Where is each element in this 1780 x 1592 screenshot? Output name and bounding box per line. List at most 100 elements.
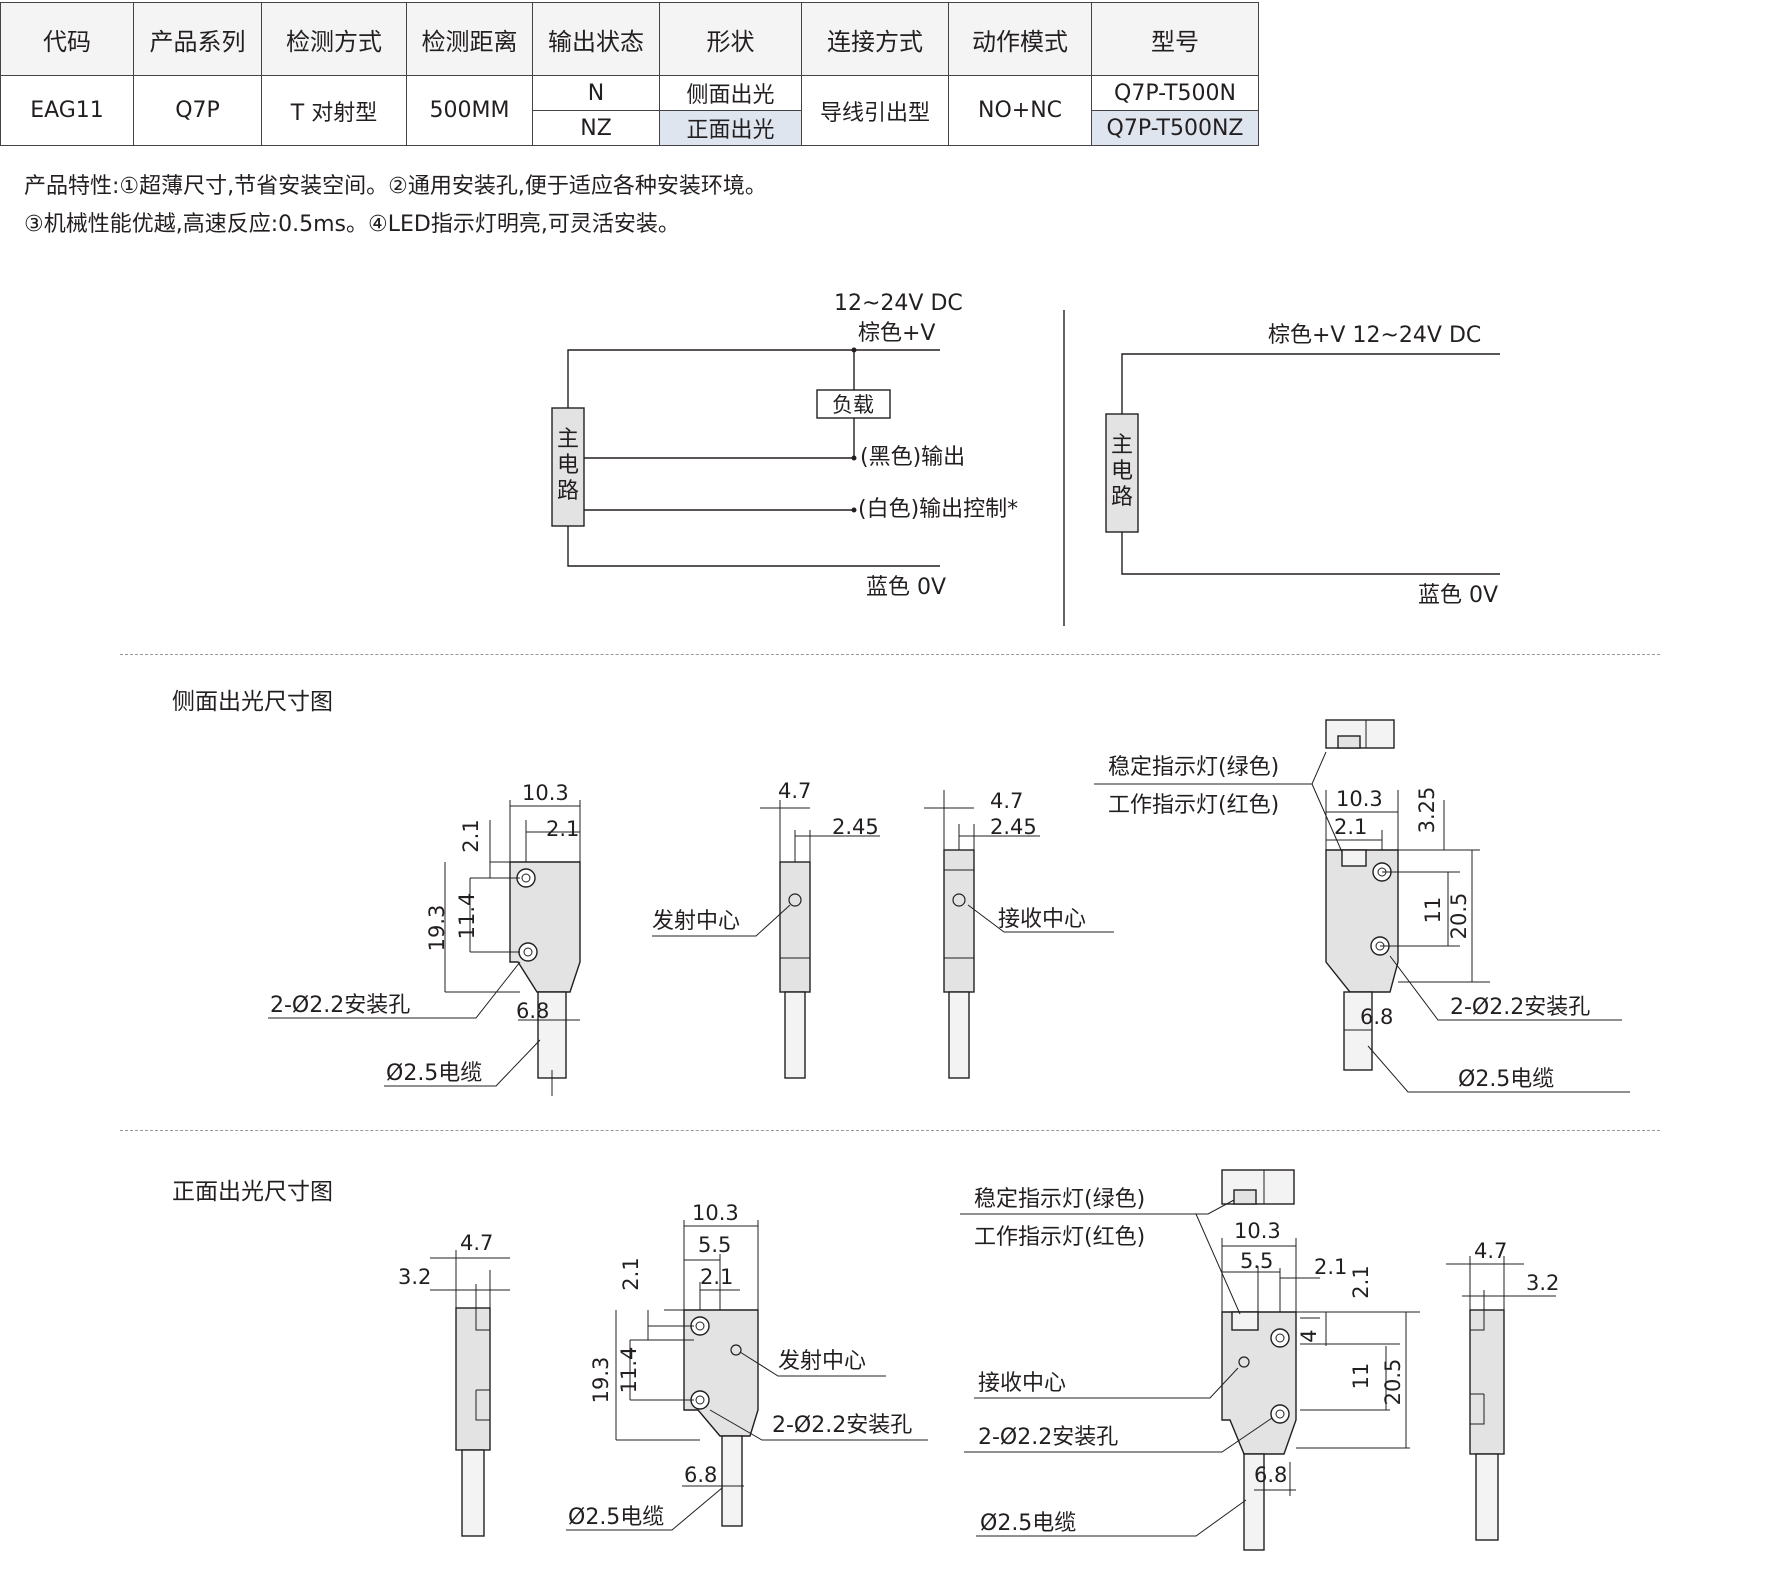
dim-lines	[1254, 1462, 1296, 1496]
cell-method: T 对射型	[261, 75, 407, 146]
cable-label: Ø2.5电缆	[568, 1505, 664, 1530]
cell-output: NZ	[532, 110, 660, 146]
divider	[120, 1130, 1660, 1131]
load-label: 负载	[832, 393, 874, 417]
leader-line	[709, 1409, 928, 1441]
leader-line	[268, 961, 521, 1019]
led-red-label: 工作指示灯(红色)	[974, 1225, 1145, 1250]
holes-label: 2-Ø2.2安装孔	[978, 1425, 1118, 1450]
header-shape: 形状	[659, 2, 802, 76]
header-mode: 动作模式	[948, 2, 1092, 76]
cable	[784, 991, 806, 1079]
dim-label: 3.2	[1526, 1271, 1559, 1295]
cable-label: Ø2.5电缆	[386, 1061, 482, 1086]
recv-center-mark	[952, 893, 966, 907]
holes-label: 2-Ø2.2安装孔	[772, 1413, 912, 1438]
main-circuit-char: 主	[557, 427, 579, 452]
dim-label: 6.8	[1360, 1005, 1393, 1029]
dim-label: 6.8	[516, 999, 549, 1023]
dim-lines	[430, 1250, 510, 1308]
spec-table: 代码 产品系列 检测方式 检测距离 输出状态 形状 连接方式 动作模式 型号 E…	[0, 2, 1259, 146]
voltage-label: 12~24V DC	[834, 291, 963, 316]
table-header-row: 代码 产品系列 检测方式 检测距离 输出状态 形状 连接方式 动作模式 型号	[0, 2, 1259, 76]
cell-connection: 导线引出型	[801, 75, 949, 146]
mount-hole	[1270, 1328, 1290, 1348]
cable-label: Ø2.5电缆	[1458, 1067, 1554, 1092]
dim-lines	[1325, 790, 1490, 983]
dim-lines	[444, 800, 581, 993]
holes-label: 2-Ø2.2安装孔	[270, 993, 410, 1018]
cable-label: Ø2.5电缆	[980, 1511, 1076, 1536]
side-view-receiver: 4.7 2.45 接收中心	[924, 789, 1114, 1079]
front-view-emitter: 10.3 5.5 2.1 2.1 11.4 19.3 发射中心 2-Ø2.2安装…	[566, 1201, 928, 1531]
holes-label: 2-Ø2.2安装孔	[1450, 995, 1590, 1020]
dim-lines	[518, 1000, 580, 1026]
dim-label: 2.1	[1334, 815, 1367, 839]
dim-label: 6.8	[684, 1463, 717, 1487]
leader-line	[739, 1351, 886, 1377]
dim-label: 10.3	[522, 781, 569, 805]
body-detail	[475, 1308, 490, 1421]
dim-lines	[924, 790, 1040, 850]
dim-label: 6.8	[1254, 1463, 1287, 1487]
header-code: 代码	[0, 2, 134, 76]
blue-label: 蓝色 0V	[1418, 583, 1498, 608]
features-line-1: 产品特性:①超薄尺寸,节省安装空间。②通用安装孔,便于适应各种安装环境。	[24, 174, 767, 199]
led-detail-window	[1337, 735, 1361, 749]
blue-wire	[567, 526, 940, 567]
dim-label: 11	[1421, 897, 1445, 924]
dim-label: 4.7	[990, 789, 1023, 813]
side-view-back: 稳定指示灯(绿色) 工作指示灯(红色) 10.3 2.1 3.25 11 20.…	[1094, 719, 1630, 1093]
emit-label: 发射中心	[652, 909, 740, 934]
main-circuit-char: 电	[557, 453, 579, 478]
features-line-2: ③机械性能优越,高速反应:0.5ms。④LED指示灯明亮,可灵活安装。	[24, 212, 680, 237]
dim-label: 20.5	[1381, 1359, 1405, 1406]
dim-label: 4.7	[1474, 1239, 1507, 1263]
recv-label: 接收中心	[978, 1371, 1066, 1396]
dim-label: 2.1	[619, 1257, 643, 1290]
white-label: (白色)输出控制*	[858, 497, 1018, 522]
mount-hole	[1275, 1333, 1285, 1343]
wiring-right: 主 电 路 棕色+V 12~24V DC 蓝色 0V	[1105, 323, 1500, 608]
dim-lines	[615, 1220, 759, 1441]
cable	[1475, 1453, 1499, 1541]
leader-line	[964, 1417, 1273, 1453]
mount-hole	[518, 942, 538, 962]
dim-label: 2.1	[546, 817, 579, 841]
header-connection: 连接方式	[801, 2, 949, 76]
dim-label: 3.2	[398, 1265, 431, 1289]
led-detail-window	[1233, 1189, 1257, 1205]
leader-line	[1094, 751, 1343, 853]
mount-hole	[695, 1395, 705, 1405]
sensor-body	[779, 861, 811, 993]
mount-hole	[523, 947, 533, 957]
junction-dot	[851, 347, 857, 353]
main-circuit-char: 电	[1111, 459, 1133, 484]
dim-label: 5.5	[1240, 1249, 1273, 1273]
side-view-front: 10.3 2.1 2.1 11.4 19.3 2-Ø2.2安装孔 6.8 Ø2.…	[268, 781, 581, 1096]
sensor-body	[455, 1307, 491, 1451]
dim-label: 2.1	[700, 1265, 733, 1289]
mount-hole	[1275, 1409, 1285, 1419]
wiring-left: 主 电 路 负载 12~24V DC 棕色+V (黑色)输出 (白色)输出控制*…	[551, 291, 1018, 600]
dim-lines	[760, 800, 880, 862]
led-window	[1341, 849, 1367, 867]
dim-label: 11.4	[455, 893, 479, 940]
mount-hole	[521, 873, 531, 883]
divider	[120, 654, 1660, 655]
cell-code: EAG11	[0, 75, 134, 146]
recv-label: 接收中心	[998, 907, 1086, 932]
leader-line	[384, 1039, 541, 1087]
header-output: 输出状态	[532, 2, 660, 76]
mount-hole	[1270, 1404, 1290, 1424]
load-box	[816, 389, 891, 419]
blue-label: 蓝色 0V	[866, 575, 946, 600]
dim-label: 11	[1349, 1363, 1373, 1390]
cell-model: Q7P-T500NZ	[1091, 110, 1259, 146]
sensor-body	[943, 849, 975, 993]
main-circuit-char: 路	[1111, 485, 1133, 510]
dim-label: 10.3	[692, 1201, 739, 1225]
dim-lines	[1221, 1238, 1420, 1449]
front-section-title: 正面出光尺寸图	[172, 1179, 333, 1205]
